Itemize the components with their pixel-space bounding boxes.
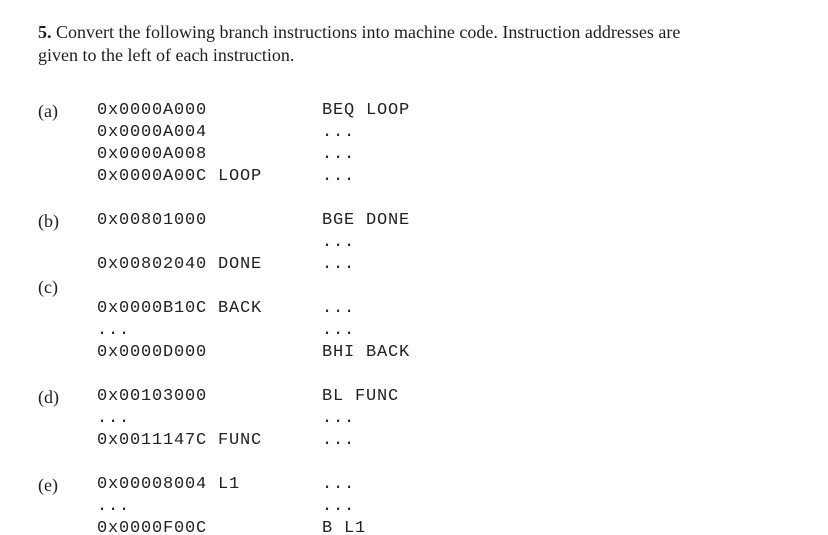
address-cell: 0x0000A004 — [97, 122, 322, 144]
code-line: 0x0000D000 BHI BACK — [38, 342, 798, 364]
address-cell: 0x00103000 — [97, 386, 322, 408]
code-line: 0x0011147C FUNC... — [38, 430, 798, 452]
part-label — [38, 320, 97, 342]
instruction-address: 0x0000A000 — [97, 101, 208, 120]
part-label — [38, 496, 97, 518]
problem-statement: 5. Convert the following branch instruct… — [38, 21, 798, 67]
instruction-text: BHI BACK — [322, 343, 411, 362]
part-label: (e) — [38, 475, 58, 495]
code-line: ... ... — [38, 408, 798, 430]
code-line: ... ... — [38, 496, 798, 518]
address-cell: 0x0000D000 — [97, 342, 322, 364]
instruction-text: BL FUNC — [322, 387, 400, 406]
code-line: (a) 0x0000A000 BEQ LOOP — [38, 100, 798, 122]
address-cell: 0x00801000 — [97, 210, 322, 232]
part-label — [38, 122, 97, 144]
instruction-address: 0x0011147C — [97, 431, 208, 450]
address-cell: 0x0000F00C — [97, 518, 322, 535]
code-line: 0x0000A008 ... — [38, 144, 798, 166]
code-line: ... ... — [38, 320, 798, 342]
address-cell: 0x00802040 DONE — [97, 254, 322, 276]
code-line: (d) 0x00103000 BL FUNC — [38, 386, 798, 408]
code-line: 0x0000F00C B L1 — [38, 518, 798, 535]
address-cell: ... — [97, 496, 322, 518]
part-label: (b) — [38, 211, 59, 231]
part-label-line: (c) — [38, 276, 798, 298]
instruction-text: ... — [322, 255, 356, 274]
part-label — [38, 342, 97, 364]
instruction-address: 0x0000A00C — [97, 167, 208, 186]
instruction-text: ... — [322, 167, 356, 186]
code-line: 0x0000A00C LOOP... — [38, 166, 798, 188]
address-cell: 0x00008004 L1 — [97, 474, 322, 496]
instruction-address: 0x0000F00C — [97, 519, 208, 535]
instruction-text: ... — [322, 321, 356, 340]
code-line: 0x0000B10C BACK... — [38, 298, 798, 320]
instruction-text: ... — [322, 123, 356, 142]
part-label — [38, 166, 97, 188]
part-label — [38, 518, 97, 535]
code-line: (b) 0x00801000 BGE DONE — [38, 210, 798, 232]
section-c: (c)0x0000B10C BACK...... ...0x0000D000 B… — [38, 276, 798, 364]
instruction-address: 0x0000D000 — [97, 343, 208, 362]
instruction-text: ... — [322, 145, 356, 164]
address-cell: 0x0011147C FUNC — [97, 430, 322, 452]
address-label: FUNC — [218, 431, 263, 450]
instruction-text: ... — [322, 497, 356, 516]
part-label: (c) — [38, 277, 58, 297]
instruction-text: B L1 — [322, 519, 367, 535]
instruction-address: ... — [97, 409, 131, 428]
instruction-address: 0x0000A008 — [97, 145, 208, 164]
address-cell: ... — [97, 408, 322, 430]
instruction-text: ... — [322, 233, 356, 252]
instruction-text: ... — [322, 475, 356, 494]
section-d: (d)0x00103000 BL FUNC... ...0x0011147C F… — [38, 386, 798, 452]
instruction-text: ... — [322, 299, 356, 318]
instruction-address: ... — [97, 497, 131, 516]
instruction-address: 0x00103000 — [97, 387, 208, 406]
code-line: 0x00802040 DONE... — [38, 254, 798, 276]
address-cell: 0x0000A000 — [97, 100, 322, 122]
part-label — [38, 254, 97, 276]
part-label — [38, 144, 97, 166]
part-label — [38, 430, 97, 452]
instruction-address: 0x00008004 — [97, 475, 208, 494]
instruction-address: ... — [97, 321, 131, 340]
address-cell: ... — [97, 320, 322, 342]
instruction-address: 0x00802040 — [97, 255, 208, 274]
address-cell: 0x0000A00C LOOP — [97, 166, 322, 188]
code-line: ... — [38, 232, 798, 254]
problem-text-line1: Convert the following branch instruction… — [56, 22, 681, 42]
instruction-text: BGE DONE — [322, 211, 411, 230]
code-line: 0x0000A004 ... — [38, 122, 798, 144]
section-b: (b)0x00801000 BGE DONE ...0x00802040 DON… — [38, 210, 798, 276]
address-label: LOOP — [218, 167, 263, 186]
address-cell: 0x0000A008 — [97, 144, 322, 166]
address-label: BACK — [218, 299, 263, 318]
code-line: (e) 0x00008004 L1... — [38, 474, 798, 496]
part-label — [38, 298, 97, 320]
part-label — [38, 408, 97, 430]
instruction-text: ... — [322, 409, 356, 428]
instruction-text: ... — [322, 431, 356, 450]
address-cell: 0x0000B10C BACK — [97, 298, 322, 320]
instruction-address: 0x0000A004 — [97, 123, 208, 142]
address-cell — [97, 232, 322, 254]
instruction-address: 0x0000B10C — [97, 299, 208, 318]
instruction-text: BEQ LOOP — [322, 101, 411, 120]
address-label: DONE — [218, 255, 263, 274]
instruction-address: 0x00801000 — [97, 211, 208, 230]
problem-number: 5. — [38, 22, 52, 42]
part-label — [38, 232, 97, 254]
section-e: (e)0x00008004 L1...... ...0x0000F00C B L… — [38, 474, 798, 535]
part-label: (a) — [38, 101, 58, 121]
problem-text-line2: given to the left of each instruction. — [38, 45, 295, 65]
address-label: L1 — [218, 475, 241, 494]
part-label: (d) — [38, 387, 59, 407]
